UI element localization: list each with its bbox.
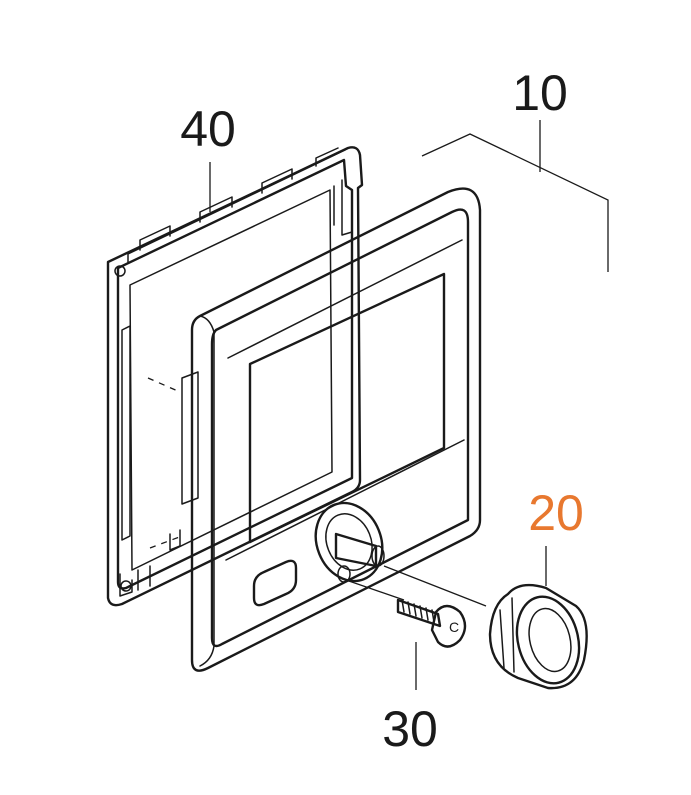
screw-part-30: C xyxy=(396,598,467,648)
callout-40: 40 xyxy=(180,101,236,157)
callout-10: 10 xyxy=(512,65,568,121)
callout-20: 20 xyxy=(528,485,584,541)
mounting-frame-part-40 xyxy=(106,146,364,607)
callout-30: 30 xyxy=(382,701,438,757)
cap-letter: C xyxy=(449,619,459,635)
knob-part-20 xyxy=(488,583,588,690)
front-module-part-10 xyxy=(181,187,482,672)
